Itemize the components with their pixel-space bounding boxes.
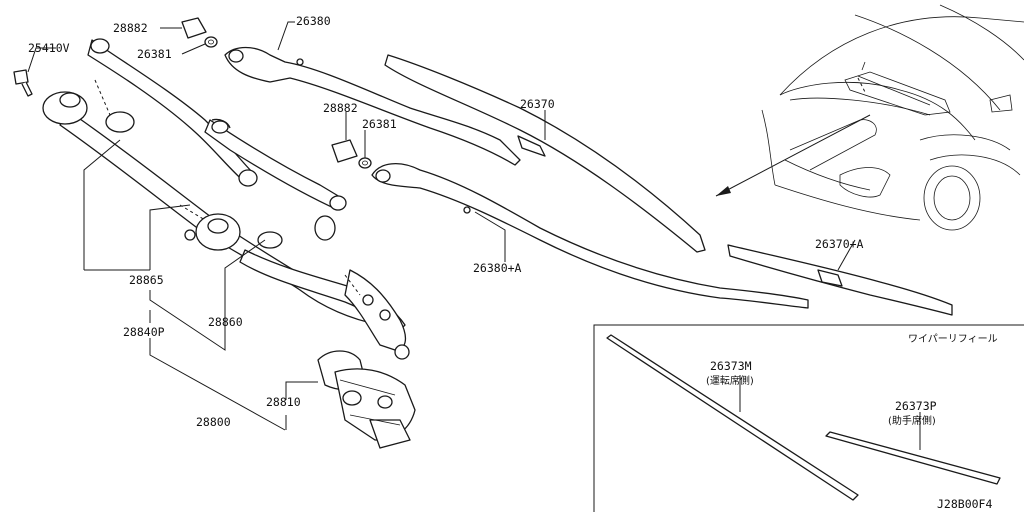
label-28860: 28860 (208, 315, 243, 329)
refill-panel (593, 324, 1024, 512)
wiper-blade-26370 (384, 54, 706, 253)
label-28882-top: 28882 (113, 21, 148, 35)
drawing-code: J28B00F4 (937, 497, 992, 511)
label-26373m: 26373M (710, 359, 752, 373)
label-28882-mid: 28882 (323, 101, 358, 115)
label-26380: 26380 (296, 14, 331, 28)
leader-lines (27, 21, 921, 450)
car-illustration (715, 4, 1024, 231)
label-26381-mid: 26381 (362, 117, 397, 131)
label-28800: 28800 (196, 415, 231, 429)
label-26380a: 26380+A (473, 261, 522, 275)
label-28840p: 28840P (123, 325, 165, 339)
label-26370a: 26370+A (815, 237, 864, 251)
label-28810: 28810 (266, 395, 301, 409)
small-parts (181, 17, 372, 169)
wiper-arm-26380a (371, 163, 809, 309)
refill-panel-title: ワイパーリフィール (908, 333, 998, 345)
label-28865: 28865 (129, 273, 164, 287)
label-26381-top: 26381 (137, 47, 172, 61)
label-25410v: 25410V (28, 41, 70, 55)
wiper-arm-26380 (224, 46, 521, 166)
wiper-linkage-assembly (13, 38, 410, 360)
label-26370: 26370 (520, 97, 555, 111)
label-26373p-note: (助手席側) (888, 414, 936, 427)
label-26373p: 26373P (895, 399, 937, 413)
label-26373m-note: (運転席側) (706, 374, 754, 387)
wiper-blade-26370a (727, 244, 953, 316)
wiper-motor (317, 350, 416, 449)
part-labels: 25410V 28882 26381 26380 28882 26381 263… (28, 14, 998, 511)
